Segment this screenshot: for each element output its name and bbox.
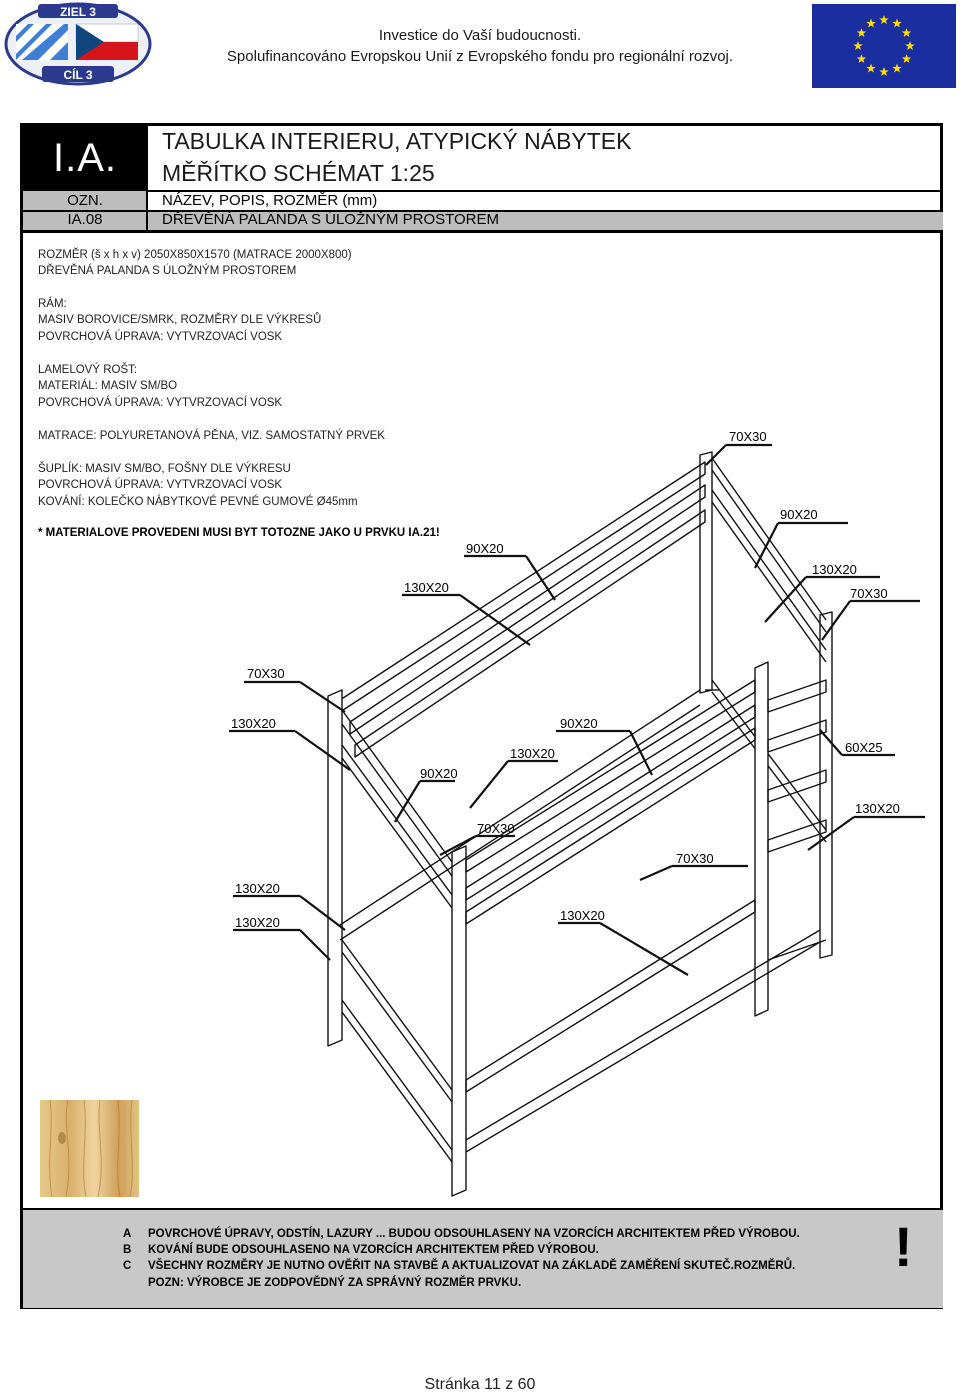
item-code: IA.08 — [67, 211, 103, 228]
note-letter: B — [123, 1244, 132, 1256]
spec-line: ŠUPLÍK: MASIV SM/BO, FOŠNY DLE VÝKRESU — [38, 463, 291, 475]
page-title: TABULKA INTERIERU, ATYPICKÝ NÁBYTEK — [162, 128, 632, 154]
dim-label: 130X20 — [855, 801, 900, 816]
dim-label: 90X20 — [560, 716, 598, 731]
item-code-band — [23, 212, 147, 230]
spec-line: MASIV BOROVICE/SMRK, ROZMĚRY DLE VÝKRESŮ — [38, 314, 322, 326]
item-name: DŘEVĚNÁ PALANDA S ÚLOŽNÝM PROSTOREM — [162, 211, 500, 228]
bunk-bed-drawing: 70X30 90X20 90X20 130X20 130X20 70X30 70… — [150, 420, 950, 1210]
dim-label: 70X30 — [247, 666, 285, 681]
eu-star-icon — [901, 28, 912, 38]
page-number: Stránka 11 z 60 — [424, 1376, 536, 1393]
eu-flag-logo — [812, 4, 956, 88]
eu-star-icon — [879, 15, 889, 25]
dim-label: 70X30 — [729, 429, 767, 444]
dim-label: 70X30 — [676, 851, 714, 866]
note-text: POVRCHOVÉ ÚPRAVY, ODSTÍN, LAZURY ... BUD… — [148, 1228, 800, 1240]
dim-label: 70X30 — [477, 821, 515, 836]
eu-star-icon — [856, 54, 867, 64]
eu-star-icon — [892, 63, 902, 73]
divider — [146, 126, 148, 230]
eu-star-icon — [856, 28, 867, 38]
spec-line: ROZMĚR (š x h x v) 2050X850X1570 (MATRAC… — [38, 249, 352, 261]
dim-label: 90X20 — [780, 507, 818, 522]
dim-label: 130X20 — [812, 562, 857, 577]
warning-mark: ! — [894, 1215, 913, 1278]
ozn-label: OZN. — [67, 192, 103, 209]
dim-label: 130X20 — [404, 580, 449, 595]
spec-line: POVRCHOVÁ ÚPRAVA: VYTVRZOVACÍ VOSK — [38, 479, 283, 491]
divider — [23, 230, 943, 233]
eu-star-icon — [866, 18, 876, 28]
note-text: KOVÁNÍ BUDE ODSOUHLASENO NA VZORCÍCH ARC… — [148, 1244, 599, 1256]
notes-panel — [23, 1208, 943, 1308]
spec-line: POVRCHOVÁ ÚPRAVA: VYTVRZOVACÍ VOSK — [38, 331, 283, 343]
svg-text:ZIEL 3: ZIEL 3 — [60, 5, 96, 19]
divider — [148, 190, 943, 192]
spec-line: DŘEVĚNÁ PALANDA S ÚLOŽNÝM PROSTOREM — [38, 265, 297, 277]
spec-line: MATERIÁL: MASIV SM/BO — [38, 380, 178, 392]
wood-texture-sample — [40, 1100, 139, 1197]
eu-star-icon — [905, 41, 915, 51]
header-line-1: Investice do Vaší budoucnosti. — [378, 27, 582, 44]
header-line-2: Spolufinancováno Evropskou Unií z Evrops… — [226, 48, 734, 65]
dim-label: 90X20 — [420, 766, 458, 781]
eu-star-icon — [892, 18, 902, 28]
spec-line: KOVÁNÍ: KOLEČKO NÁBYTKOVÉ PEVNÉ GUMOVÉ Ø… — [38, 496, 358, 508]
note-letter: A — [123, 1228, 132, 1240]
dim-label: 130X20 — [235, 881, 280, 896]
eu-star-icon — [866, 63, 876, 73]
item-name-band — [148, 212, 943, 230]
dim-label: 130X20 — [235, 915, 280, 930]
spec-line: LAMELOVÝ ROŠT: — [38, 364, 138, 376]
eu-star-icon — [853, 41, 863, 51]
material-warning: * MATERIALOVE PROVEDENI MUSI BYT TOTOZNE… — [38, 527, 440, 539]
spec-line: MATRACE: POLYURETANOVÁ PĚNA, VIZ. SAMOST… — [38, 430, 385, 442]
svg-text:CÍL 3: CÍL 3 — [63, 67, 92, 82]
scale-title: MĚŘÍTKO SCHÉMAT 1:25 — [162, 160, 435, 186]
note-text: POZN: VÝROBCE JE ZODPOVĚDNÝ ZA SPRÁVNÝ R… — [148, 1277, 522, 1289]
section-code: I.A. — [52, 136, 118, 180]
ziel3-logo: ZIEL 3 CÍL 3 — [4, 2, 152, 86]
dim-label: 60X25 — [845, 740, 883, 755]
eu-star-icon — [879, 67, 889, 77]
column-label: NÁZEV, POPIS, ROZMĚR (mm) — [162, 192, 378, 209]
spec-line: POVRCHOVÁ ÚPRAVA: VYTVRZOVACÍ VOSK — [38, 397, 283, 409]
dim-label: 70X30 — [850, 586, 888, 601]
dim-label: 130X20 — [510, 746, 555, 761]
note-text: VŠECHNY ROZMĚRY JE NUTNO OVĚŘIT NA STAVB… — [148, 1260, 796, 1272]
dim-label: 130X20 — [231, 716, 276, 731]
dim-label: 130X20 — [560, 908, 605, 923]
ozn-band — [23, 191, 147, 210]
spec-line: RÁM: — [38, 298, 67, 310]
divider — [148, 210, 943, 212]
note-letter: C — [123, 1260, 132, 1272]
eu-star-icon — [901, 54, 912, 64]
dim-label: 90X20 — [466, 541, 504, 556]
